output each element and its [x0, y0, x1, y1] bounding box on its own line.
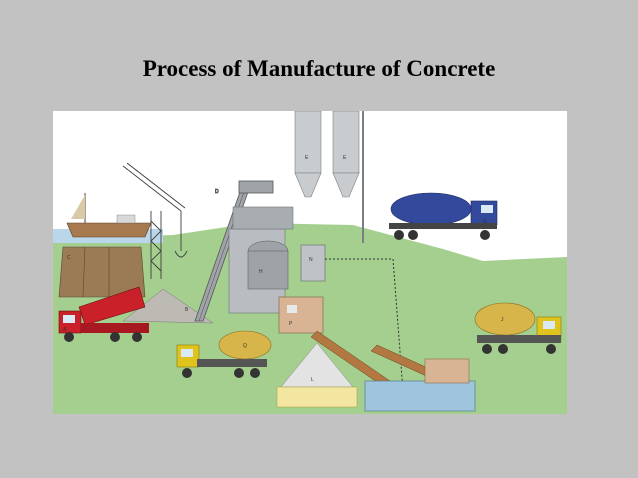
- cement-silos: E E: [294, 111, 364, 243]
- label-p: P: [289, 321, 293, 327]
- label-a: A: [63, 327, 67, 333]
- tower-crane: [122, 162, 188, 279]
- slide-title: Process of Manufacture of Concrete: [142, 56, 496, 81]
- cement-tanker: G: [389, 192, 498, 240]
- mixer-truck-left: Q: [176, 330, 272, 378]
- concrete-plant-diagram: C B A D E E H N: [53, 111, 567, 414]
- label-q: Q: [243, 343, 247, 349]
- label-e2: E: [343, 155, 347, 161]
- label-l: L: [311, 377, 314, 383]
- label-n: N: [309, 257, 313, 263]
- label-d: D: [215, 189, 219, 195]
- label-c: C: [67, 255, 71, 261]
- aggregate-bins: C: [58, 246, 146, 298]
- settling-pond: L: [276, 342, 358, 408]
- water-pipeline: [325, 258, 404, 392]
- label-j: J: [501, 317, 504, 323]
- label-b: B: [185, 307, 189, 313]
- label-e1: E: [305, 155, 309, 161]
- cargo-ship: [66, 193, 152, 238]
- control-room: P: [278, 296, 324, 334]
- recycling-conveyors: [310, 330, 476, 412]
- dump-truck: A: [58, 286, 149, 342]
- label-h: H: [259, 269, 263, 275]
- mixer-truck-right: J: [474, 302, 562, 354]
- label-g: G: [483, 219, 487, 225]
- batching-tower: H N: [228, 206, 326, 314]
